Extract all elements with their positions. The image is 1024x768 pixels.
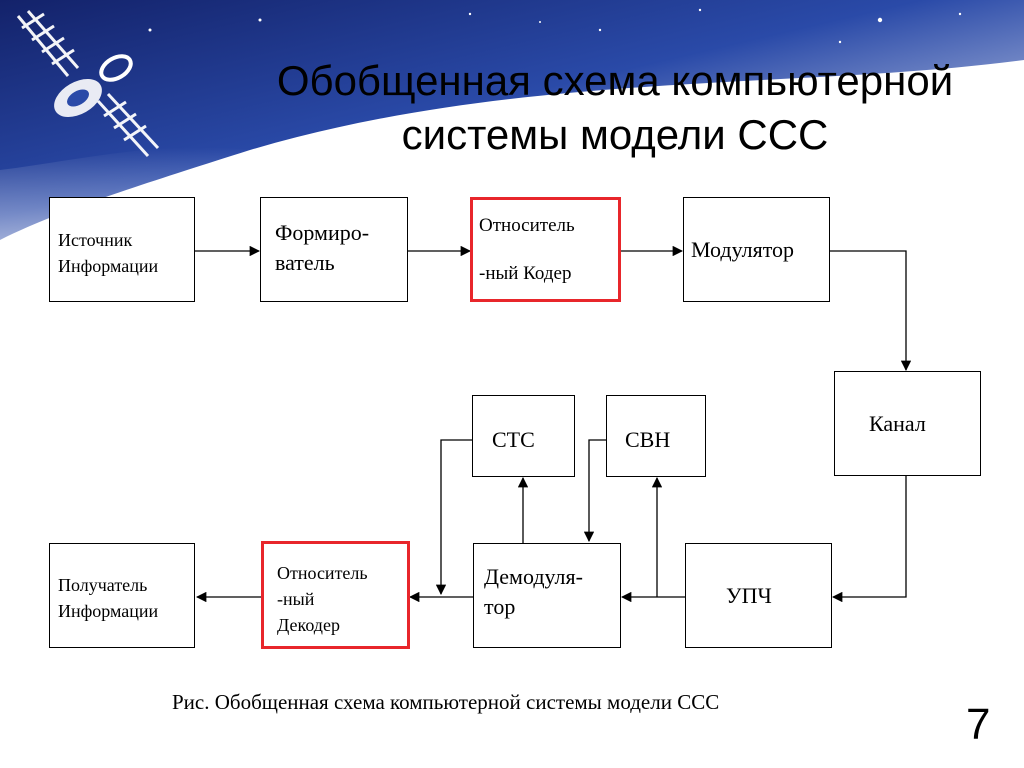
arrow-modulator-to-channel: [829, 250, 912, 372]
block-modulator: Модулятор: [683, 197, 830, 302]
arrow-sts-to-decoder-line: [435, 439, 472, 596]
block-source: Источник Информации: [49, 197, 195, 302]
block-demodulator: Демодуля- тор: [473, 543, 621, 648]
page-number: 7: [966, 700, 991, 749]
block-former: Формиро- ватель: [260, 197, 408, 302]
block-decoder-label: Относитель -ный Декодер: [277, 563, 368, 635]
block-sts-label: СТС: [492, 427, 535, 452]
block-source-label: Источник Информации: [58, 230, 159, 276]
figure-caption: Рис. Обобщенная схема компьютерной систе…: [172, 690, 720, 714]
block-svn-label: СВН: [625, 427, 671, 452]
block-ipf-label: УПЧ: [726, 583, 772, 608]
block-receiver: Получатель Информации: [49, 543, 195, 648]
block-former-label: Формиро- ватель: [275, 220, 370, 275]
block-coder-label: Относитель -ный Кодер: [479, 215, 575, 284]
arrow-channel-to-ipf: [831, 476, 907, 603]
block-svn: СВН: [606, 395, 706, 477]
slide-title: Обобщенная схема компьютерной системы мо…: [276, 57, 954, 158]
block-modulator-label: Модулятор: [691, 237, 795, 262]
block-sts: СТС: [472, 395, 575, 477]
block-coder: Относитель -ный Кодер: [470, 197, 621, 302]
block-receiver-label: Получатель Информации: [58, 575, 159, 621]
satellite-icon: [16, 10, 160, 158]
block-demodulator-label: Демодуля- тор: [484, 564, 583, 619]
block-channel-label: Канал: [869, 411, 926, 436]
block-ipf: УПЧ: [685, 543, 832, 648]
block-channel: Канал: [834, 371, 981, 476]
arrow-svn-to-demodulator: [583, 439, 606, 543]
block-decoder: Относитель -ный Декодер: [261, 541, 410, 649]
